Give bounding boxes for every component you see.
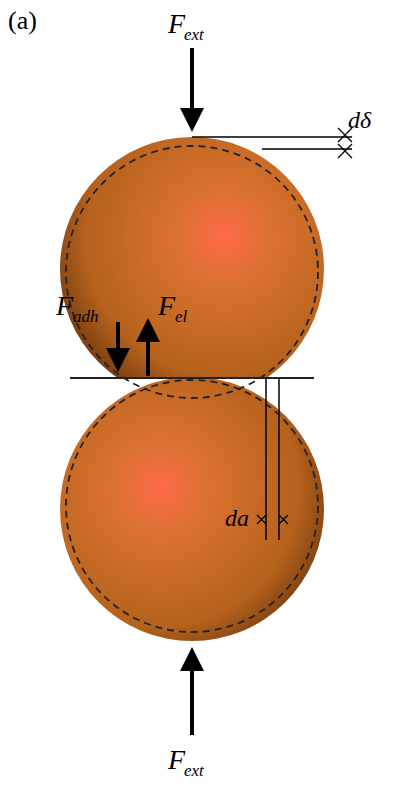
panel-letter: (a) [8,8,37,34]
force-subscript: ext [184,26,204,43]
undeformed-outline [66,146,318,398]
dimension-label: dδ [348,108,371,132]
force-symbol: F [158,292,175,320]
force-subscript: ext [184,762,204,779]
dimension-line [262,148,352,150]
dimension-tick [257,515,288,524]
dimension-tick [338,128,352,158]
dimension-line [192,136,352,138]
elastic-arrow [146,322,150,376]
dimension-label: da [225,506,249,530]
upper-sphere [60,137,324,378]
force-arrow [190,651,194,735]
force-symbol: F [168,10,185,38]
force-symbol: F [168,746,185,774]
contact-line [70,377,314,379]
force-subscript: el [175,308,187,325]
force-subscript: adh [73,308,99,325]
adhesion-arrow [116,322,120,368]
force-arrow [190,48,194,128]
undeformed-outline [66,380,318,632]
force-symbol: F [56,292,73,320]
lower-sphere [60,378,324,641]
